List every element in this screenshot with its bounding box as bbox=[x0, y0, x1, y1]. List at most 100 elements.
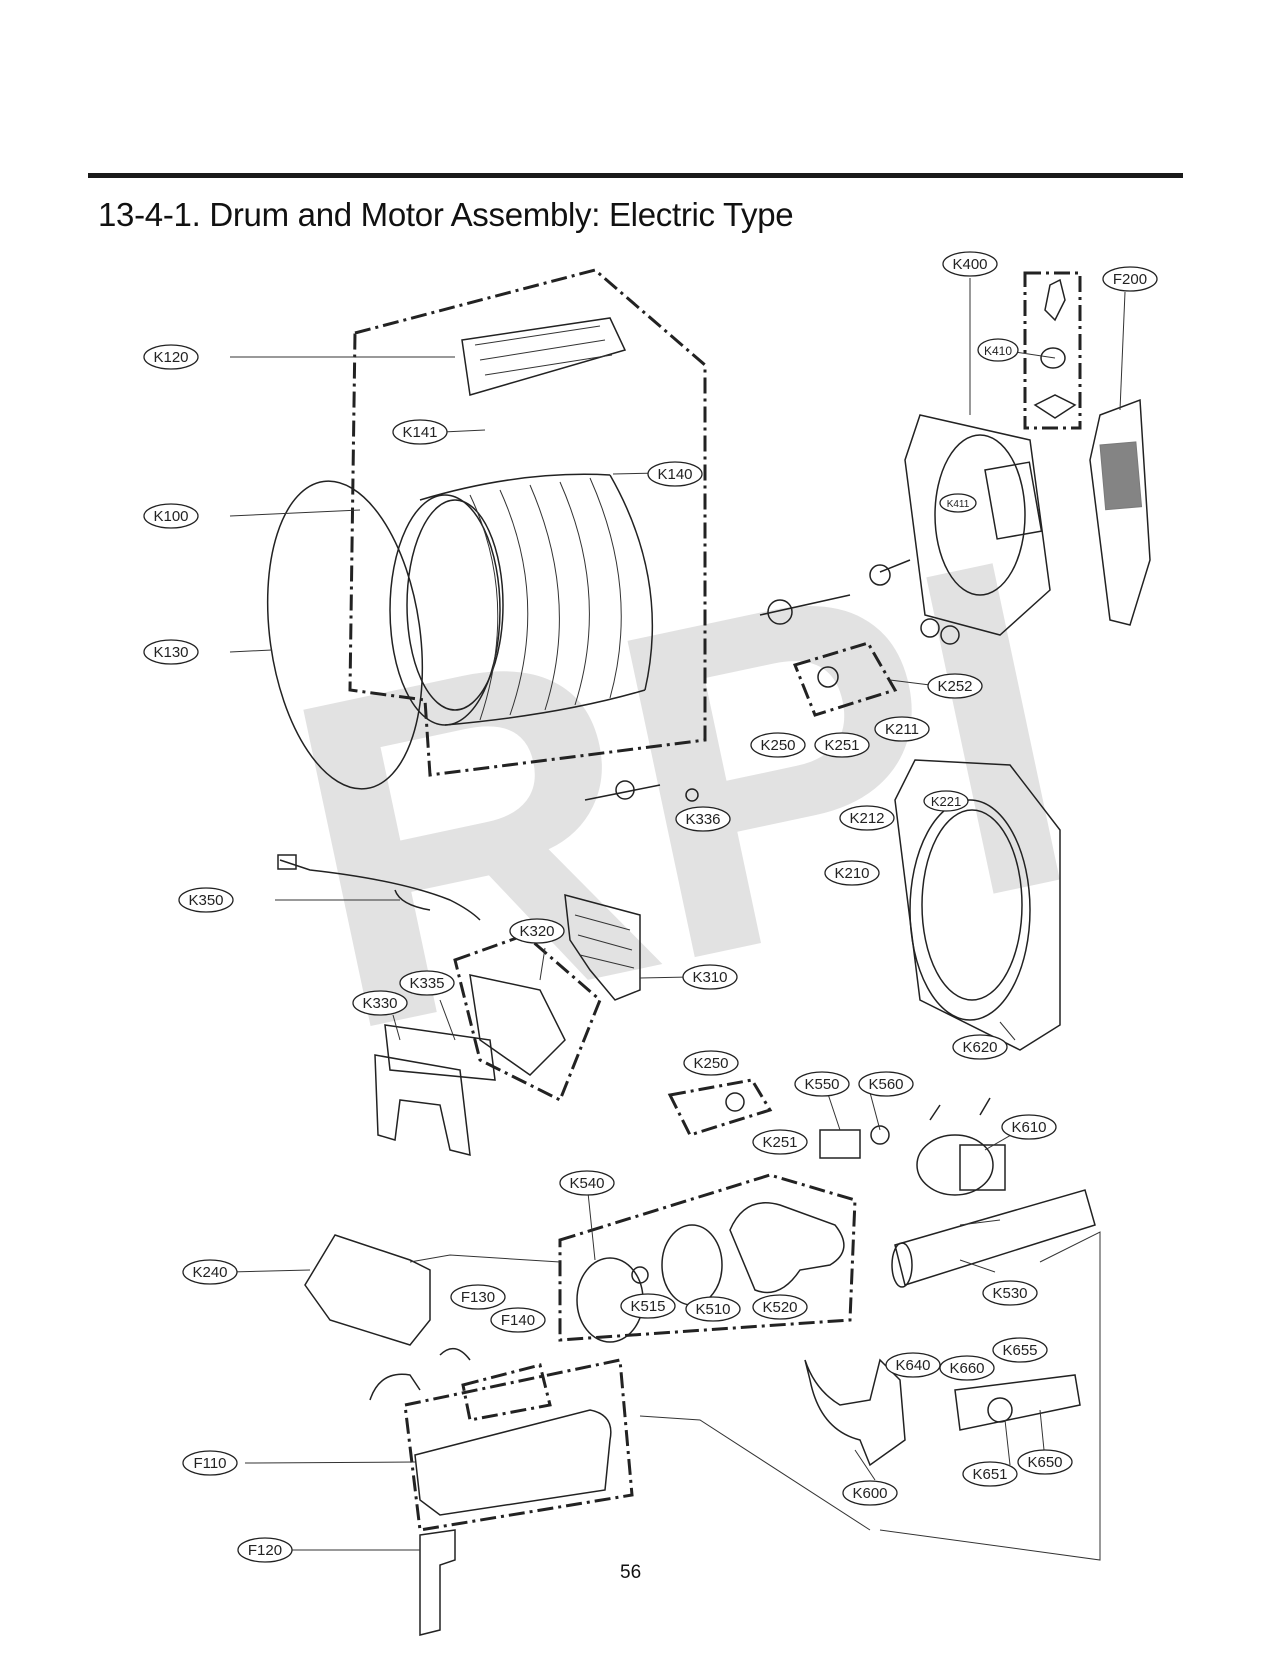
callout-K400: K400 bbox=[942, 251, 998, 277]
callout-K320: K320 bbox=[509, 918, 565, 944]
svg-text:K620: K620 bbox=[962, 1039, 997, 1056]
drive-motor bbox=[916, 1097, 1006, 1196]
svg-text:K651: K651 bbox=[972, 1466, 1007, 1483]
heater-thermostat-group-boundary bbox=[461, 1363, 552, 1422]
motor-switch bbox=[870, 1125, 890, 1145]
drum-cylinder bbox=[389, 473, 654, 726]
svg-text:K510: K510 bbox=[695, 1301, 730, 1318]
callout-K211: K211 bbox=[874, 716, 930, 742]
svg-text:F140: F140 bbox=[501, 1312, 535, 1329]
exhaust-pipe bbox=[891, 1189, 1096, 1288]
callout-K655: K655 bbox=[992, 1337, 1048, 1363]
blower-housing bbox=[729, 1202, 845, 1294]
blower-wheel bbox=[661, 1224, 723, 1306]
callout-F130: F130 bbox=[450, 1284, 506, 1310]
svg-text:K400: K400 bbox=[952, 256, 987, 273]
callout-K252: K252 bbox=[927, 673, 983, 699]
callout-K520: K520 bbox=[752, 1294, 808, 1320]
svg-text:K330: K330 bbox=[362, 995, 397, 1012]
svg-text:K120: K120 bbox=[153, 349, 188, 366]
callout-F120: F120 bbox=[237, 1537, 293, 1563]
callout-F200: F200 bbox=[1102, 266, 1158, 292]
callout-K336: K336 bbox=[675, 806, 731, 832]
callout-K221: K221 bbox=[923, 790, 969, 812]
svg-text:K251: K251 bbox=[762, 1134, 797, 1151]
svg-text:K336: K336 bbox=[685, 811, 720, 828]
callout-K330: K330 bbox=[352, 990, 408, 1016]
svg-text:K100: K100 bbox=[153, 508, 188, 525]
svg-text:K335: K335 bbox=[409, 975, 444, 992]
callout-K410: K410 bbox=[977, 338, 1019, 362]
callout-K620: K620 bbox=[952, 1034, 1008, 1060]
front-bulkhead bbox=[894, 759, 1061, 1051]
callout-K335: K335 bbox=[399, 970, 455, 996]
callout-K130: K130 bbox=[143, 639, 199, 665]
svg-text:K310: K310 bbox=[692, 969, 727, 986]
svg-text:K600: K600 bbox=[852, 1485, 887, 1502]
callout-K610: K610 bbox=[1001, 1114, 1057, 1140]
motor-mount bbox=[804, 1358, 1081, 1467]
svg-text:K140: K140 bbox=[657, 466, 692, 483]
callout-K560: K560 bbox=[858, 1071, 914, 1097]
svg-text:K530: K530 bbox=[992, 1285, 1027, 1302]
callout-K210: K210 bbox=[824, 860, 880, 886]
svg-text:K550: K550 bbox=[804, 1076, 839, 1093]
wire-harness bbox=[279, 859, 481, 921]
callout-K660: K660 bbox=[939, 1355, 995, 1381]
drum-group-boundary bbox=[348, 268, 707, 777]
heater-housing bbox=[414, 1409, 612, 1516]
relay-box bbox=[819, 1129, 861, 1159]
heater-wires bbox=[369, 1347, 471, 1401]
svg-text:K520: K520 bbox=[762, 1299, 797, 1316]
svg-text:K515: K515 bbox=[630, 1298, 665, 1315]
svg-text:F110: F110 bbox=[193, 1455, 226, 1472]
callout-K650: K650 bbox=[1017, 1449, 1073, 1475]
svg-text:F130: F130 bbox=[461, 1289, 495, 1306]
idler-pulley-parts bbox=[584, 780, 699, 802]
exhaust-duct bbox=[1089, 398, 1151, 626]
rear-bulkhead bbox=[904, 414, 1051, 636]
page-title: 13-4-1. Drum and Motor Assembly: Electri… bbox=[98, 196, 794, 233]
callout-K350: K350 bbox=[178, 887, 234, 913]
callout-K515: K515 bbox=[620, 1293, 676, 1319]
svg-text:K350: K350 bbox=[188, 892, 223, 909]
callout-K250: K250 bbox=[750, 732, 806, 758]
blower-group-boundary bbox=[558, 1173, 857, 1342]
svg-text:K130: K130 bbox=[153, 644, 188, 661]
header-rule bbox=[88, 173, 1183, 178]
callout-K100: K100 bbox=[143, 503, 199, 529]
svg-text:K252: K252 bbox=[937, 678, 972, 695]
svg-text:K410: K410 bbox=[984, 344, 1012, 358]
svg-text:K610: K610 bbox=[1011, 1119, 1046, 1136]
thermostat-group-boundary bbox=[1023, 271, 1082, 430]
heater-element bbox=[419, 1529, 456, 1636]
callout-K550: K550 bbox=[794, 1071, 850, 1097]
drum-baffle bbox=[461, 317, 627, 396]
callout-K250-lower: K250 bbox=[683, 1050, 739, 1076]
callout-labels: K400 F200 K410 K120 K141 K140 K100 K411 … bbox=[143, 251, 1158, 1563]
svg-text:K650: K650 bbox=[1027, 1454, 1062, 1471]
lint-filter-housing bbox=[564, 893, 641, 1001]
svg-text:F200: F200 bbox=[1113, 271, 1147, 288]
callout-K251: K251 bbox=[814, 732, 870, 758]
callout-K120: K120 bbox=[143, 344, 199, 370]
callout-K411: K411 bbox=[939, 493, 977, 513]
svg-text:K660: K660 bbox=[949, 1360, 984, 1377]
svg-text:K221: K221 bbox=[931, 794, 961, 809]
callout-K640: K640 bbox=[885, 1352, 941, 1378]
thermostat-parts bbox=[1033, 278, 1077, 419]
callout-K651: K651 bbox=[962, 1461, 1018, 1487]
svg-text:K411: K411 bbox=[947, 499, 970, 510]
svg-text:K250: K250 bbox=[693, 1055, 728, 1072]
callout-K510: K510 bbox=[685, 1296, 741, 1322]
callout-K530: K530 bbox=[982, 1280, 1038, 1306]
svg-text:K655: K655 bbox=[1002, 1342, 1037, 1359]
svg-text:K240: K240 bbox=[192, 1264, 227, 1281]
lint-duct bbox=[304, 1234, 431, 1346]
callout-F140: F140 bbox=[490, 1307, 546, 1333]
svg-text:K540: K540 bbox=[569, 1175, 604, 1192]
svg-text:K141: K141 bbox=[402, 424, 437, 441]
svg-text:K640: K640 bbox=[895, 1357, 930, 1374]
duct-bracket bbox=[374, 1024, 496, 1156]
callout-K540: K540 bbox=[559, 1170, 615, 1196]
